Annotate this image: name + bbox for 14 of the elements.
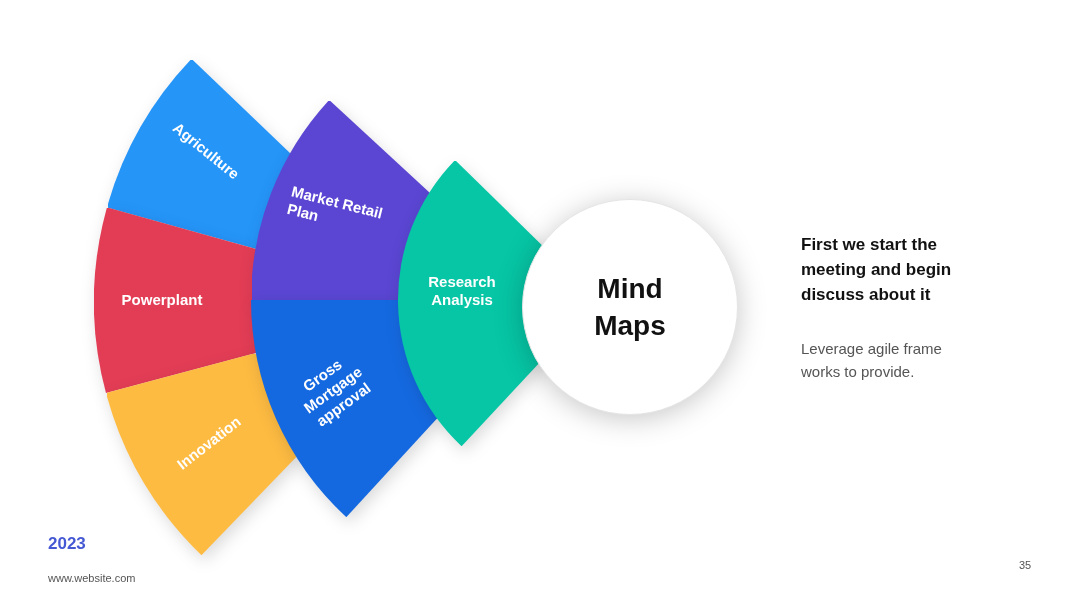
segment-label: Research Analysis (427, 273, 497, 309)
fan-segment (252, 101, 430, 300)
body-text: Leverage agile frame works to provide. (801, 339, 943, 382)
year-text: 2023 (48, 533, 86, 555)
segment-label: Market Retail Plan (285, 182, 386, 227)
segment-label: Powerplant (120, 291, 204, 309)
web-address: www.website.com (48, 571, 136, 585)
page-number: 35 (1019, 558, 1032, 572)
fan-segment (94, 208, 256, 394)
fan-segment (398, 161, 542, 446)
center-circle (522, 199, 739, 416)
topic-label: Mind Maps (593, 272, 667, 343)
heading-text: First we start the meeting and begin discuss about it (801, 234, 953, 306)
fan-segment (107, 354, 297, 555)
